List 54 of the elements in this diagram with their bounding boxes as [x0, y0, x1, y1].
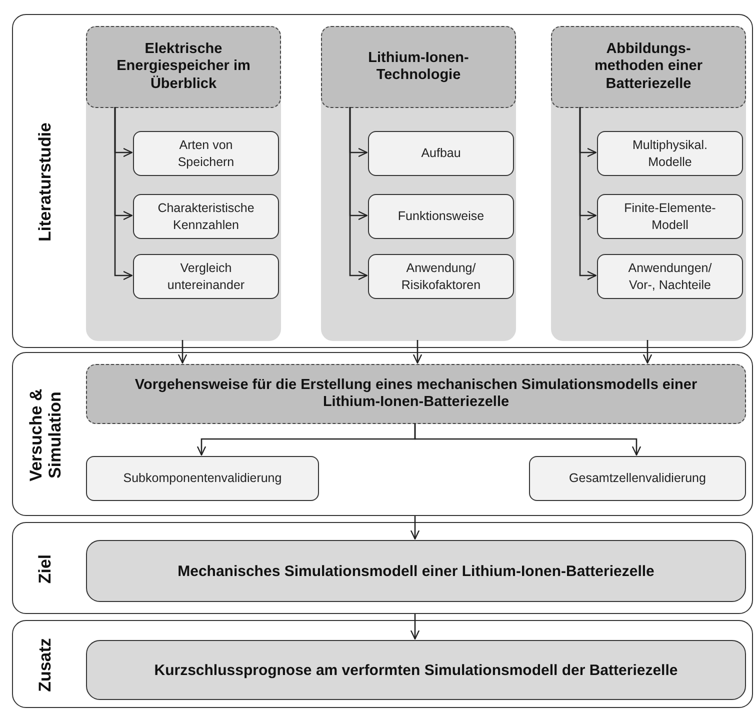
topic-box	[597, 254, 743, 299]
topic-box	[368, 194, 514, 239]
arrow	[410, 516, 420, 540]
topic-text: Funktionsweise	[398, 208, 484, 225]
topic-box	[133, 194, 279, 239]
section-band	[12, 14, 753, 348]
column-panel	[86, 26, 281, 341]
heading-box	[86, 26, 281, 108]
heading-text: Elektrische Energiespeicher im Überblick	[116, 40, 252, 94]
heading-box	[86, 364, 746, 424]
topic-box	[368, 131, 514, 176]
heading-text: Abbildungs- methoden einer Batteriezelle	[594, 40, 704, 94]
topic-text: Anwendung/ Risikofaktoren	[400, 260, 482, 293]
topic-text: Finite-Elemente- Modell	[623, 200, 717, 233]
topic-box	[368, 254, 514, 299]
arrow	[178, 340, 188, 364]
result-box	[86, 540, 746, 602]
topic-text: Charakteristische Kennzahlen	[156, 200, 256, 233]
topic-box	[529, 456, 746, 501]
section-label: Zusatz	[36, 637, 56, 694]
arrow	[642, 340, 652, 364]
column-panel	[551, 26, 746, 341]
topic-box	[86, 456, 319, 501]
arrow	[414, 423, 642, 456]
topic-text: Mechanisches Simulationsmodell einer Lithium-Ionen-Batteriezelle	[178, 562, 654, 580]
section-band	[12, 522, 753, 614]
arrow	[114, 107, 133, 280]
section-label: Versuche & Simulation	[27, 388, 65, 484]
section-band	[12, 352, 753, 516]
result-box	[86, 640, 746, 700]
section-band	[12, 620, 753, 708]
topic-text: Vergleich untereinander	[166, 260, 246, 293]
topic-text: Subkomponentenvalidierung	[123, 470, 282, 487]
topic-text: Kurzschlussprognose am verformten Simulationsmodell der Batteriezelle	[154, 662, 678, 678]
topic-box	[133, 254, 279, 299]
topic-text: Arten von Speichern	[176, 137, 236, 170]
arrow	[349, 107, 368, 280]
topic-box	[133, 131, 279, 176]
heading-box	[321, 26, 516, 108]
heading-box	[551, 26, 746, 108]
topic-box	[597, 194, 743, 239]
topic-text: Aufbau	[421, 145, 461, 162]
topic-text: Anwendungen/ Vor-, Nachteile	[627, 260, 713, 293]
arrow	[412, 340, 422, 364]
topic-box	[597, 131, 743, 176]
arrow	[410, 614, 420, 640]
section-label: Literaturstudie	[36, 122, 56, 242]
topic-text: Gesamtzellenvalidierung	[569, 470, 706, 487]
heading-text: Vorgehensweise für die Erstellung eines mechanischen Simulationsmodells einer Lithium-Ionen-Batteriezelle	[134, 376, 698, 412]
column-panel	[321, 26, 516, 341]
section-label: Ziel	[36, 553, 56, 586]
topic-text: Multiphysikal. Modelle	[631, 137, 709, 170]
heading-text: Lithium-Ionen- Technologie	[367, 50, 470, 84]
arrow	[579, 107, 597, 280]
